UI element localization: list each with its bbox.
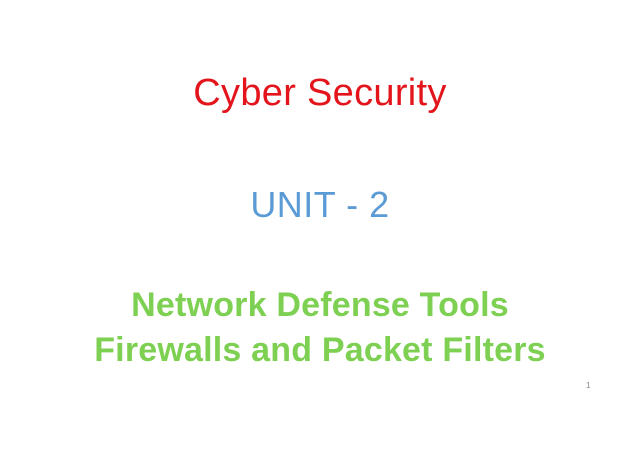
subtitle-line-2: Firewalls and Packet Filters — [94, 331, 546, 369]
slide-title: Cyber Security — [193, 72, 447, 114]
subtitle-line-1: Network Defense Tools — [131, 286, 509, 324]
unit-label: UNIT - 2 — [250, 184, 390, 225]
page-number: 1 — [586, 381, 591, 390]
